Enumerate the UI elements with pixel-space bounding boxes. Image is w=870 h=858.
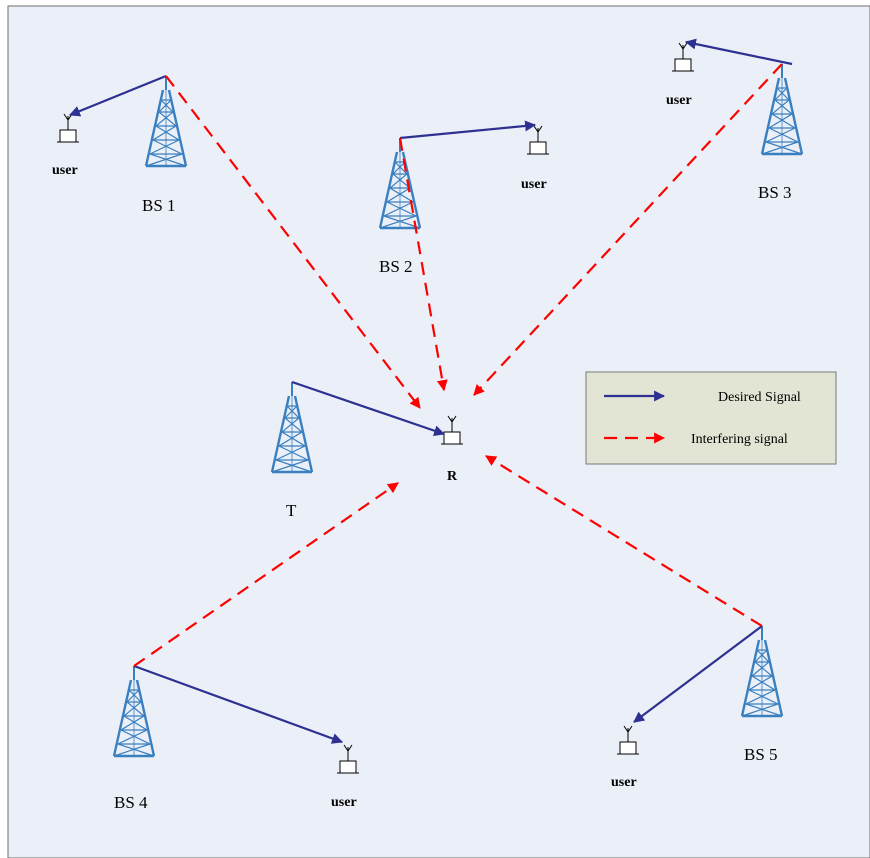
bs2-label: BS 2 xyxy=(379,257,413,276)
user-label-3: user xyxy=(666,93,692,108)
bs1-label: BS 1 xyxy=(142,196,176,215)
interfering-link-bs3 xyxy=(473,63,783,396)
bs4-label: BS 4 xyxy=(114,793,148,812)
user-label-2: user xyxy=(521,177,547,192)
legend-box xyxy=(585,371,837,465)
desired-link-bs3-user xyxy=(684,38,793,66)
desired-link-bs5-user xyxy=(633,625,763,723)
interfering-link-bs1 xyxy=(165,75,421,409)
bs5-label: BS 5 xyxy=(744,745,778,764)
interfering-link-bs4 xyxy=(133,482,399,667)
bs3-label: BS 3 xyxy=(758,183,792,202)
legend-interfering-label: Interfering signal xyxy=(691,432,788,447)
transmitter-label: T xyxy=(286,501,297,520)
user-label-1: user xyxy=(52,163,78,178)
user-label-5: user xyxy=(611,775,637,790)
legend-desired-label: Desired Signal xyxy=(718,390,801,405)
interfering-link-bs5 xyxy=(485,455,763,627)
desired-link-bs1-user xyxy=(68,74,167,117)
receiver-label: R xyxy=(447,469,458,484)
desired-link-bs2-user xyxy=(399,120,537,140)
desired-link-t-r xyxy=(291,380,446,436)
interfering-link-bs2 xyxy=(398,137,448,392)
desired-link-bs4-user xyxy=(133,664,344,744)
legend: Desired Signal Interfering signal xyxy=(585,371,837,465)
user-label-4: user xyxy=(331,795,357,810)
